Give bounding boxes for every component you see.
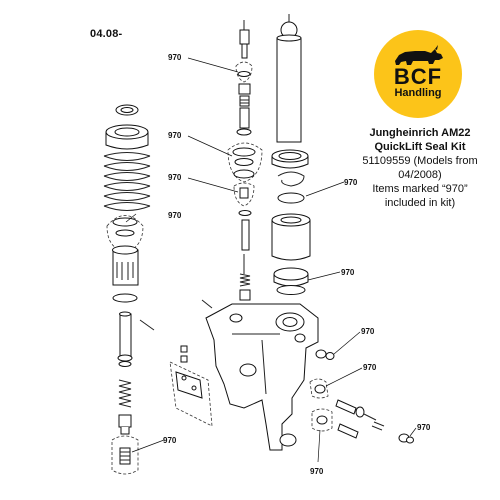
product-info-line5: Items marked “970”: [372, 183, 468, 195]
page-number: 04.08-: [90, 28, 123, 40]
callout-label: 970: [417, 423, 431, 432]
product-info: Jungheinrich AM22 QuickLift Seal Kit 511…: [344, 126, 496, 210]
callout-label: 970: [168, 131, 182, 140]
product-info-line6: included in kit): [384, 197, 456, 209]
callout-label: 970: [363, 363, 377, 372]
right-cylinder-assembly: [271, 14, 311, 295]
center-valve-stack: [227, 20, 263, 301]
product-info-line4: 04/2008): [398, 169, 442, 181]
leader-lines: [125, 57, 417, 463]
bcf-handling-logo: BCF Handling: [374, 30, 462, 118]
product-title-line1: Jungheinrich AM22: [369, 127, 471, 139]
rhino-icon: [395, 45, 443, 65]
callout-label: 970: [168, 211, 182, 220]
callout-label: 970: [163, 436, 177, 445]
callout-label: 970: [168, 173, 182, 182]
callout-label: 970: [168, 53, 182, 62]
valve-housing: [201, 299, 319, 451]
logo-text-main: BCF: [393, 64, 443, 89]
product-title-line2: QuickLift Seal Kit: [374, 141, 466, 153]
callout-label: 970: [310, 467, 324, 476]
right-fittings: [309, 349, 414, 444]
lower-bracket: [169, 345, 213, 427]
callout-label: 970: [344, 178, 358, 187]
callout-label: 970: [361, 327, 375, 336]
left-spring-assembly: [103, 104, 155, 475]
callout-label: 970: [341, 268, 355, 277]
product-info-line3: 51109559 (Models from: [362, 155, 478, 167]
logo-text-sub: Handling: [394, 87, 442, 99]
